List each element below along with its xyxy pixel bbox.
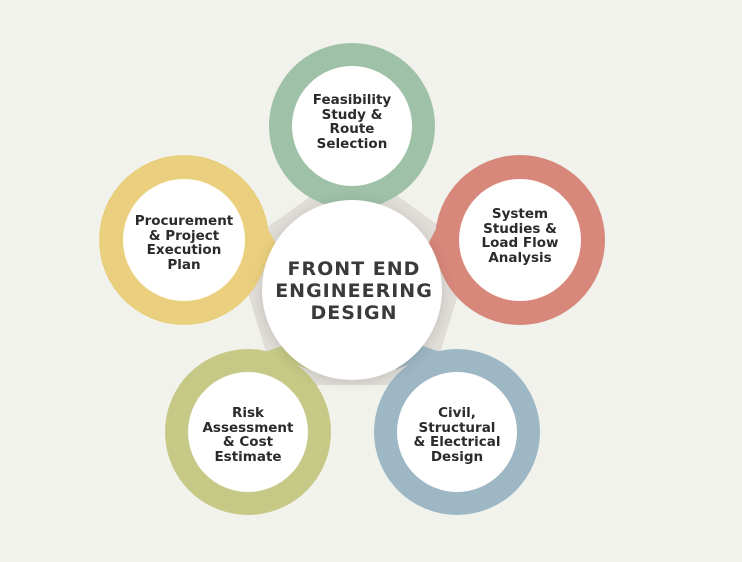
node-label-civil-structural: Civil, Structural & Electrical Design bbox=[413, 405, 501, 465]
node-label-procurement: Procurement & Project Execution Plan bbox=[134, 213, 234, 273]
node-ring-risk-assessment bbox=[165, 345, 331, 515]
node-label-system-studies: System Studies & Load Flow Analysis bbox=[481, 206, 559, 266]
center-circle bbox=[262, 200, 442, 380]
node-ring-system-studies bbox=[425, 155, 605, 325]
node-ring-feasibility bbox=[269, 43, 435, 222]
node-label-risk-assessment: Risk Assessment & Cost Estimate bbox=[202, 405, 294, 465]
node-label-feasibility: Feasibility Study & Route Selection bbox=[312, 92, 392, 152]
node-ring-civil-structural bbox=[374, 345, 540, 515]
node-ring-procurement bbox=[99, 155, 279, 325]
center-title: FRONT END ENGINEERING DESIGN bbox=[275, 258, 433, 324]
